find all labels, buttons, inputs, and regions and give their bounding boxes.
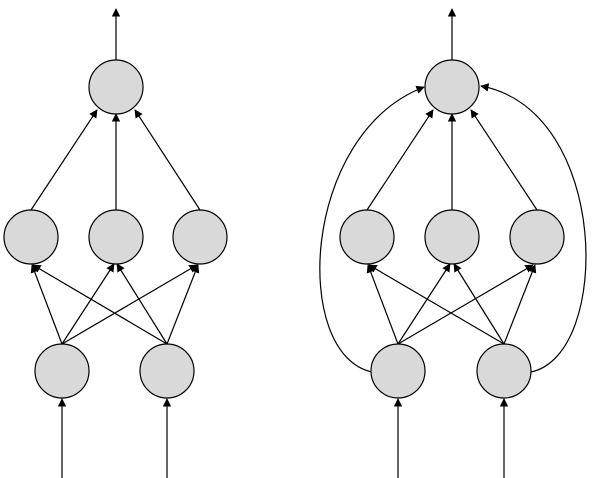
hidden-node-left-2	[88, 209, 144, 265]
edge-r-h1-out	[366, 109, 434, 211]
network-left	[3, 8, 228, 478]
input-node-right-2	[476, 343, 532, 399]
input-node-left-2	[139, 343, 195, 399]
edge-in1-h2	[61, 263, 115, 345]
edge-in2-h1	[32, 264, 168, 345]
hidden-node-right-1	[339, 209, 395, 265]
skip-edge-left	[319, 85, 425, 373]
skip-edge-right	[480, 83, 587, 373]
edge-in2-h2	[116, 263, 168, 345]
output-node-right	[424, 59, 480, 115]
edge-h1-out	[30, 109, 98, 211]
hidden-node-right-3	[509, 209, 565, 265]
edge-in1-h1	[30, 264, 63, 345]
hidden-node-left-1	[3, 209, 59, 265]
edge-r-in1-h1	[366, 264, 399, 345]
edge-h3-out	[134, 109, 201, 211]
edge-r-in2-h2	[453, 263, 505, 345]
hidden-node-right-2	[424, 209, 480, 265]
output-node-left	[88, 59, 144, 115]
edge-in2-h3	[166, 264, 200, 345]
input-node-left-1	[34, 343, 90, 399]
input-node-right-1	[370, 343, 426, 399]
edge-r-in2-h3	[503, 264, 537, 345]
edge-in1-h3	[61, 264, 198, 345]
network-right	[319, 8, 587, 478]
hidden-node-left-3	[172, 209, 228, 265]
edge-r-in1-h2	[397, 263, 451, 345]
edge-r-in1-h3	[397, 264, 534, 345]
edge-r-in2-h1	[368, 264, 505, 345]
edge-r-h3-out	[470, 109, 538, 211]
